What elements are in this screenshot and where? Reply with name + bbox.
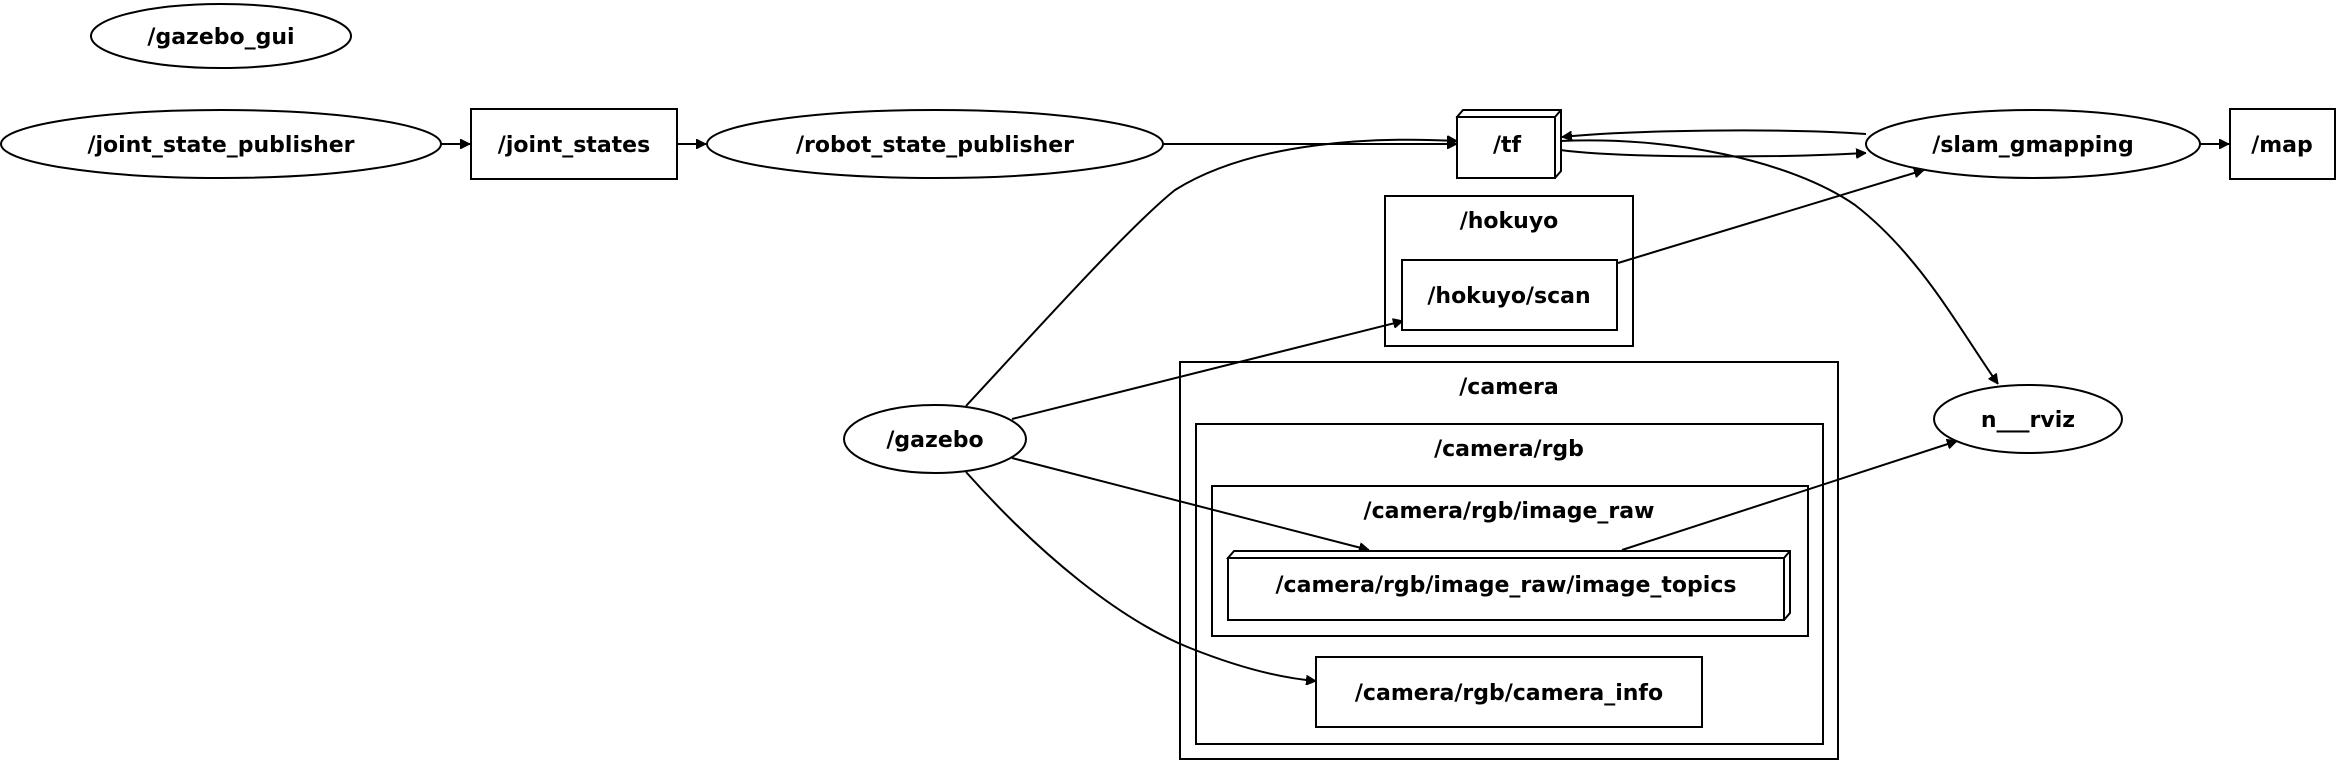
cluster-camera-rgb: /camera/rgb (1195, 423, 1824, 745)
node-rviz[interactable]: n___rviz (1933, 384, 2123, 454)
node-joint-states-label: /joint_states (498, 133, 650, 158)
cluster-hokuyo: /hokuyo (1384, 195, 1634, 347)
node-robot-state-publisher-label: /robot_state_publisher (796, 133, 1074, 158)
edge-gazebo-to-camera-info (965, 471, 1316, 681)
node-slam-gmapping[interactable]: /slam_gmapping (1865, 109, 2201, 179)
edge-tf-to-slam-gmapping (1559, 150, 1866, 156)
node-gazebo-label: /gazebo (886, 428, 983, 453)
edge-image-topics-to-rviz (1621, 441, 1957, 551)
node-tf-label: /tf (1493, 133, 1522, 158)
node-camera-info[interactable]: /camera/rgb/camera_info (1315, 656, 1703, 728)
edge-slam-gmapping-to-tf (1562, 129, 1867, 137)
node-joint-state-publisher[interactable]: /joint_state_publisher (0, 109, 442, 179)
node-rviz-label: n___rviz (1981, 408, 2075, 433)
node-gazebo[interactable]: /gazebo (843, 404, 1027, 474)
node-robot-state-publisher[interactable]: /robot_state_publisher (706, 109, 1164, 179)
node-map[interactable]: /map (2229, 108, 2336, 180)
node-hokuyo-scan[interactable]: /hokuyo/scan (1401, 259, 1618, 331)
node-gazebo-gui-label: /gazebo_gui (147, 25, 294, 50)
cluster-camera: /camera (1179, 361, 1839, 760)
node-joint-state-publisher-label: /joint_state_publisher (87, 133, 354, 158)
node-joint-states[interactable]: /joint_states (470, 108, 678, 180)
node-gazebo-gui[interactable]: /gazebo_gui (90, 3, 352, 69)
cluster-camera-rgb-label: /camera/rgb (1434, 437, 1584, 462)
edge-gazebo-to-tf (965, 140, 1457, 407)
cluster-image-raw-label: /camera/rgb/image_raw (1364, 499, 1655, 524)
node-image-topics[interactable]: /camera/rgb/image_raw/image_topics (1226, 550, 1791, 622)
edge-hokuyo-scan-to-slam-gmapping (1617, 170, 1924, 264)
node-image-topics-label: /camera/rgb/image_raw/image_topics (1276, 573, 1737, 598)
edge-gazebo-to-hokuyo-scan (1011, 321, 1403, 420)
node-camera-info-label: /camera/rgb/camera_info (1355, 681, 1663, 706)
cluster-hokuyo-label: /hokuyo (1460, 209, 1559, 234)
cluster-camera-label: /camera (1459, 375, 1558, 400)
node-map-label: /map (2251, 133, 2313, 158)
node-slam-gmapping-label: /slam_gmapping (1932, 133, 2133, 158)
edge-tf-to-rviz (1559, 139, 1999, 384)
edges (441, 129, 2229, 681)
node-hokuyo-scan-label: /hokuyo/scan (1427, 284, 1590, 309)
cluster-camera-rgb-image-raw: /camera/rgb/image_raw (1211, 485, 1809, 637)
edge-gazebo-to-image-topics (1011, 457, 1369, 550)
node-tf[interactable]: /tf (1455, 109, 1562, 180)
